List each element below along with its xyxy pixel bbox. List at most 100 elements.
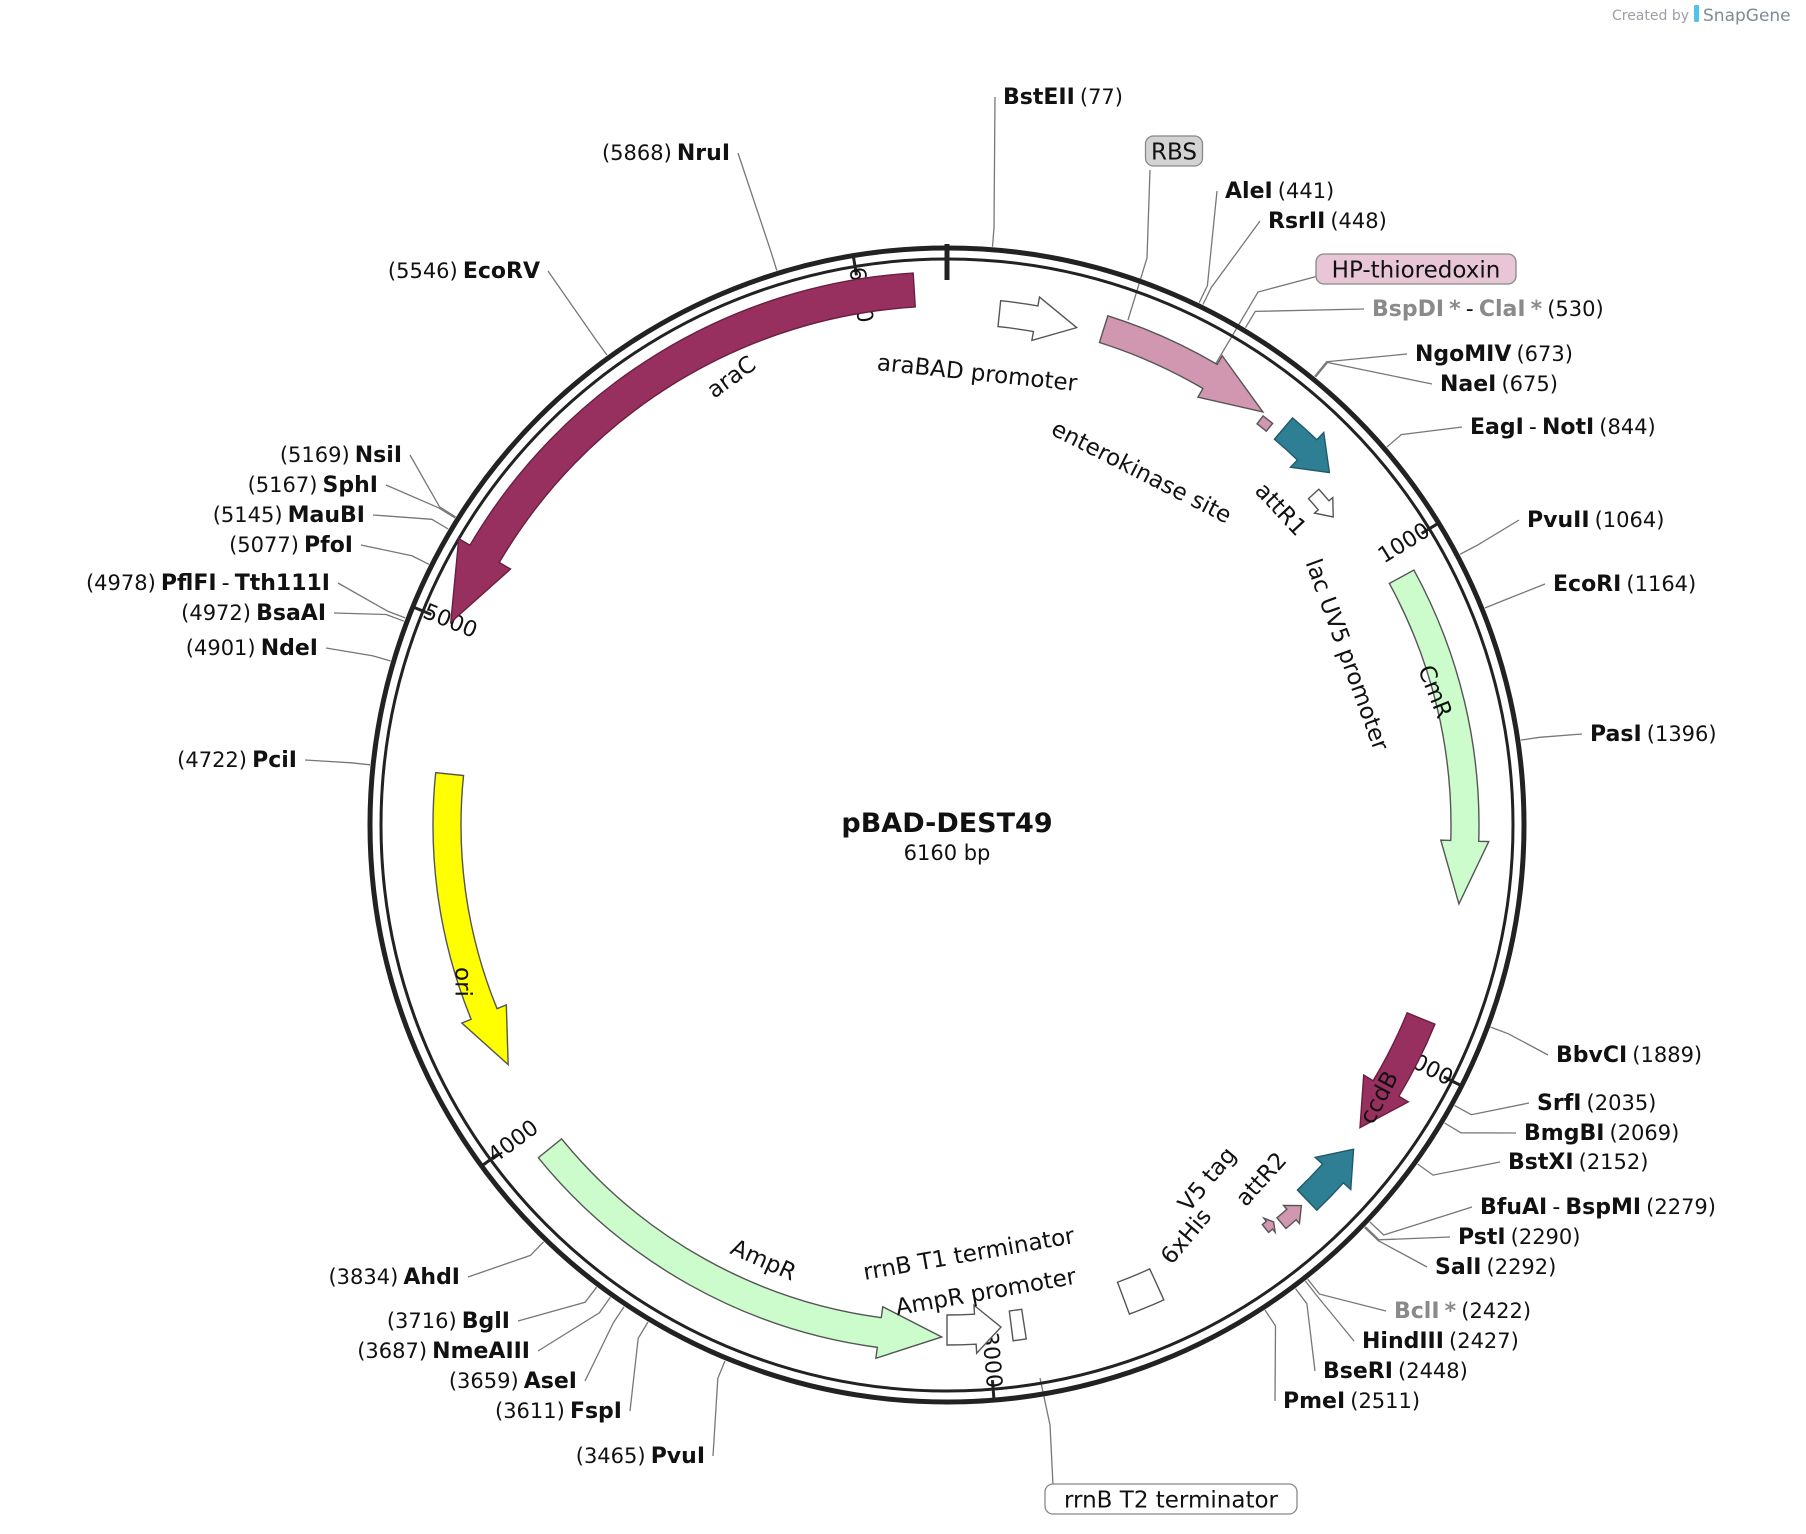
site-name: BglI [462, 1309, 510, 1334]
feature-label-attr1: attR1 [1249, 478, 1311, 542]
feature-label-text: attR2 [1231, 1148, 1292, 1212]
site-leader-line [337, 582, 406, 619]
feature-arc-rrnbt2 [1116, 1267, 1165, 1315]
feature-label-rbs: RBS [1144, 135, 1204, 167]
site-leader-line [304, 759, 371, 766]
site-name: BstXI [1508, 1150, 1574, 1175]
credit-created-by: Created by [1612, 8, 1689, 24]
site-position: (5167) [248, 473, 318, 497]
feature-label-text: attR1 [1249, 478, 1311, 542]
site-leader-line [409, 454, 456, 518]
site-label-text: BfuAI - BspMI (2279) [1480, 1195, 1716, 1220]
site-bstxi: BstXI (2152) [1508, 1150, 1648, 1175]
plasmid-name: pBAD-DEST49 [841, 808, 1052, 839]
site-dash: - [222, 571, 230, 596]
feature-arc-rrnbt1 [1008, 1308, 1028, 1342]
site-leader-line [1198, 190, 1218, 303]
site-pvui: (3465) PvuI [576, 1444, 705, 1469]
site-position: (3834) [328, 1265, 398, 1289]
site-label-text: BstXI (2152) [1508, 1150, 1648, 1175]
site-name: PflFI [161, 571, 217, 596]
site-name: BbvCI [1556, 1043, 1627, 1068]
site-name-2: BspMI [1565, 1195, 1641, 1220]
feature-arc-arac [449, 272, 916, 625]
ruler-tick-label: 1000 [1374, 518, 1435, 569]
site-position: (5169) [280, 443, 350, 467]
site-hindiii: HindIII (2427) [1362, 1329, 1519, 1354]
site-label-text: (4901) NdeI [186, 636, 318, 661]
feature-label-text: enterokinase site [1047, 416, 1235, 529]
ruler-tick-mark [414, 606, 432, 616]
site-position: (2069) [1610, 1121, 1680, 1145]
site-name: EcoRI [1553, 572, 1621, 597]
site-leader-line [712, 1360, 726, 1457]
site-leader-line [1364, 1227, 1428, 1268]
site-position: (441) [1278, 179, 1334, 203]
site-position: (3716) [387, 1309, 457, 1333]
feature-label-his: 6xHis [1156, 1204, 1217, 1270]
site-position: (1164) [1626, 572, 1696, 596]
site-leader-line [325, 647, 391, 662]
site-label-text: (5077) PfoI [229, 533, 353, 558]
site-position: (1064) [1595, 508, 1665, 532]
site-position: (2422) [1461, 1299, 1531, 1323]
site-position: (2279) [1646, 1195, 1716, 1219]
site-leader-line [1314, 353, 1408, 377]
site-name: PciI [252, 748, 297, 773]
feature-arcs [432, 272, 1490, 1360]
site-label-text: (3465) PvuI [576, 1444, 705, 1469]
site-bmgbi: BmgBI (2069) [1524, 1121, 1679, 1146]
site-leader-line [1364, 1226, 1451, 1241]
site-leader-line [737, 152, 778, 271]
site-leader-line [1386, 426, 1463, 448]
site-bspdi: BspDI * - ClaI * (530) [1372, 297, 1604, 322]
site-name-2: Tth111I [235, 571, 330, 596]
site-position: (77) [1080, 85, 1123, 109]
feature-label-rrnbt2: rrnB T2 terminator [1044, 1483, 1298, 1515]
site-label-text: BseRI (2448) [1323, 1359, 1468, 1384]
site-name: NmeAIII [432, 1339, 530, 1364]
site-name: SalI [1435, 1255, 1481, 1280]
site-naei: NaeI (675) [1440, 372, 1558, 397]
site-leader-line [1314, 361, 1433, 385]
site-name: PstI [1458, 1225, 1506, 1250]
feature-arc-ori [432, 771, 509, 1067]
site-bseri: BseRI (2448) [1323, 1359, 1468, 1384]
site-nrui: (5868) NruI [602, 141, 730, 166]
site-position: (5077) [229, 533, 299, 557]
site-sali: SalI (2292) [1435, 1255, 1556, 1280]
site-leader-line [1264, 1309, 1277, 1402]
feature-label-box [1315, 253, 1517, 285]
site-srfi: SrfI (2035) [1537, 1091, 1656, 1116]
feature-arc-his [1261, 1216, 1277, 1235]
site-leader-line [1294, 1288, 1316, 1372]
site-leader-line [1490, 1026, 1549, 1056]
site-leader-line [991, 96, 996, 247]
site-leader-lines [304, 96, 1583, 1486]
site-name: EcoRV [463, 259, 540, 284]
site-sphi: (5167) SphI [248, 473, 378, 498]
site-name: PfoI [304, 533, 353, 558]
feature-label-text: 6xHis [1156, 1204, 1217, 1270]
site-leader-line [1304, 1280, 1355, 1342]
site-leader-line [1454, 1102, 1530, 1116]
credit-brand: SnapGene [1703, 6, 1791, 26]
site-position: (2290) [1511, 1225, 1581, 1249]
site-name-2: NotI [1542, 415, 1594, 440]
feature-arc-v5 [1275, 1204, 1303, 1230]
site-leader-line [584, 1306, 625, 1382]
site-label-text: (3834) AhdI [328, 1265, 460, 1290]
site-position: (2448) [1398, 1359, 1468, 1383]
site-pcii: (4722) PciI [177, 748, 297, 773]
feature-label-v5: V5 tag [1173, 1142, 1241, 1216]
site-label-text: PasI (1396) [1590, 722, 1717, 747]
site-name: AleI [1225, 179, 1273, 204]
feature-arc-hp [1098, 314, 1265, 414]
site-label-text: (5546) EcoRV [388, 259, 540, 284]
site-position: (2511) [1350, 1389, 1420, 1413]
feature-leader-rbs [1127, 169, 1151, 321]
site-leader-line [1369, 1206, 1473, 1236]
site-label-text: NaeI (675) [1440, 372, 1558, 397]
site-name: NgoMIV [1415, 342, 1511, 367]
